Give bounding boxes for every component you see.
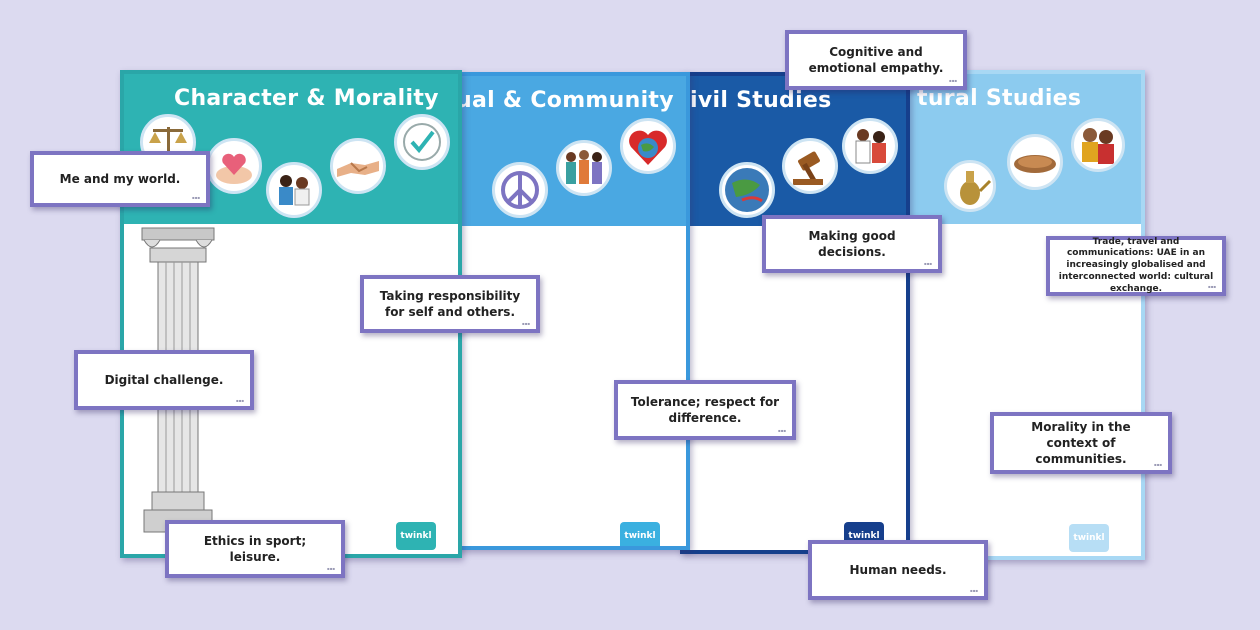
poster-title: tural Studies (917, 86, 1082, 111)
poster-individual-community: ual & Community twinkl (452, 72, 690, 550)
card-text: Tolerance; respect for difference. (630, 394, 780, 425)
poster-cultural-studies: tural Studies twinkl (905, 70, 1145, 560)
card-text: Morality in the context of communities. (1031, 419, 1131, 467)
musicians-icon (1071, 118, 1125, 172)
card-ethics-in-sport[interactable]: Ethics in sport; leisure.▪▪▪ (165, 520, 345, 578)
twinkl-logo: twinkl (1069, 524, 1109, 552)
poster-title: ivil Studies (690, 88, 832, 113)
students-icon (266, 162, 322, 218)
card-taking-responsibility[interactable]: Taking responsibility for self and other… (360, 275, 540, 333)
checkmark-icon (394, 114, 450, 170)
card-text: Cognitive and emotional empathy. (808, 44, 944, 75)
peace-icon (492, 162, 548, 218)
handshake-icon (330, 138, 386, 194)
globe-icon (719, 162, 775, 218)
twinkl-logo: twinkl (396, 522, 436, 550)
dallah-icon (944, 160, 996, 212)
people-icon (842, 118, 898, 174)
card-empathy[interactable]: Cognitive and emotional empathy.▪▪▪ (785, 30, 967, 90)
card-digital-challenge[interactable]: Digital challenge.▪▪▪ (74, 350, 254, 410)
tray-icon (1007, 134, 1063, 190)
card-human-needs[interactable]: Human needs.▪▪▪ (808, 540, 988, 600)
poster-title: Character & Morality (174, 86, 439, 111)
card-text: Trade, travel and communications: UAE in… (1058, 236, 1214, 294)
card-me-and-my-world[interactable]: Me and my world.▪▪▪ (30, 151, 210, 207)
card-text: Taking responsibility for self and other… (379, 288, 521, 319)
poster-title: ual & Community (456, 88, 674, 113)
gavel-icon (782, 138, 838, 194)
globe-heart-icon (620, 118, 676, 174)
card-making-good-decisions[interactable]: Making good decisions.▪▪▪ (762, 215, 942, 273)
heart-hands-icon (206, 138, 262, 194)
card-trade-travel[interactable]: Trade, travel and communications: UAE in… (1046, 236, 1226, 296)
card-text: Ethics in sport; leisure. (203, 533, 307, 564)
card-text: Making good decisions. (808, 228, 896, 259)
card-text: Digital challenge. (104, 372, 224, 387)
card-tolerance[interactable]: Tolerance; respect for difference.▪▪▪ (614, 380, 796, 440)
community-icon (556, 140, 612, 196)
card-text: Me and my world. (59, 171, 181, 186)
card-morality-communities[interactable]: Morality in the context of communities.▪… (990, 412, 1172, 474)
twinkl-logo: twinkl (620, 522, 660, 546)
card-text: Human needs. (849, 562, 947, 577)
poster-civil-studies: ivil Studies twinkl (680, 72, 910, 554)
